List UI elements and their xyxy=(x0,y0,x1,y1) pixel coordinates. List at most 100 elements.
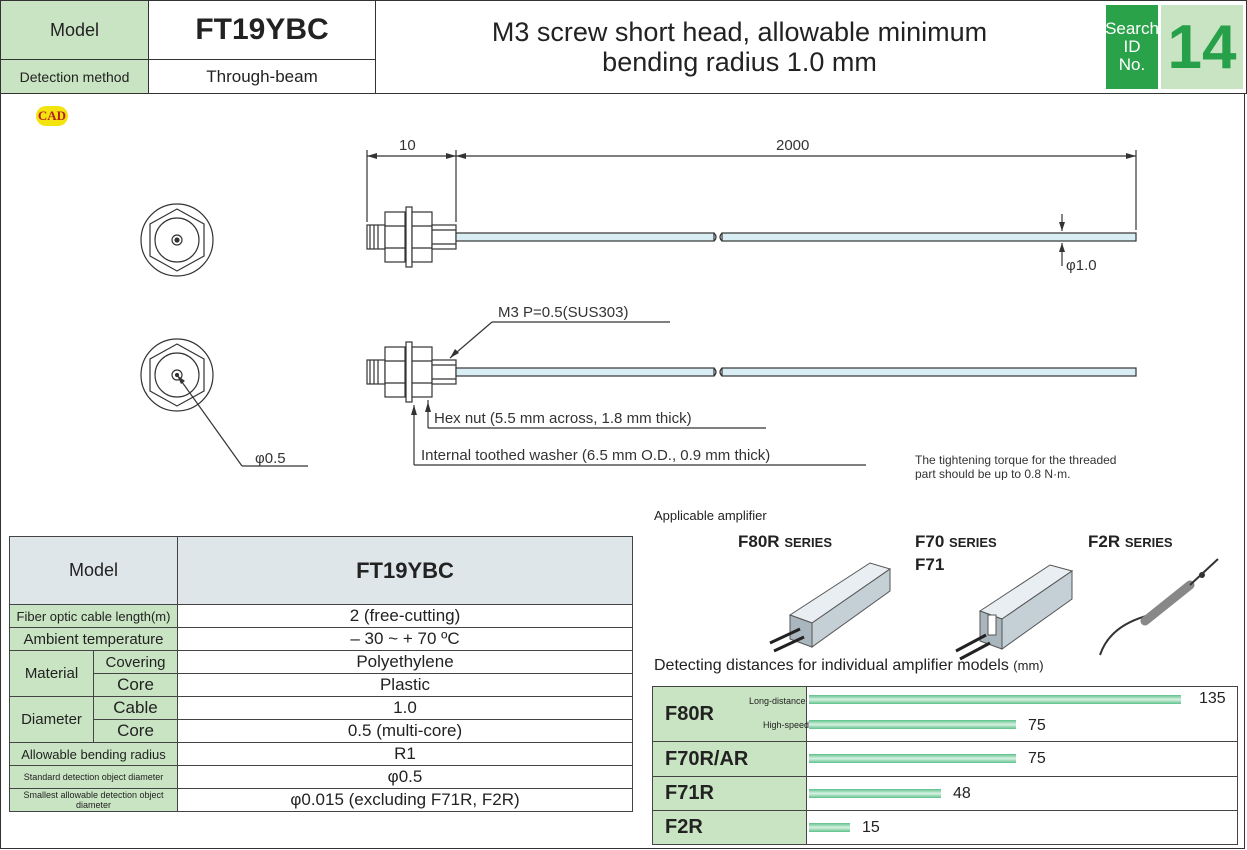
distance-value: 15 xyxy=(862,819,880,836)
row-value: φ0.015 (excluding F71R, F2R) xyxy=(177,788,633,812)
no-label: No. xyxy=(1118,55,1146,74)
torque-note-line-1: The tightening torque for the threaded xyxy=(915,453,1116,467)
amplifier-heading: Applicable amplifier xyxy=(654,508,767,523)
distance-bar xyxy=(809,754,1016,763)
distance-value: 48 xyxy=(953,785,971,802)
distance-model-label: F2R xyxy=(653,811,807,844)
row-value: Polyethylene xyxy=(177,650,633,674)
dimension-drawing: 10 2000 φ1.0 φ0.5 M3 P=0.5(SUS303) Hex n… xyxy=(140,137,1137,480)
row-label: Allowable bending radius xyxy=(9,742,178,766)
hex-nut-note: Hex nut (5.5 mm across, 1.8 mm thick) xyxy=(434,410,692,427)
f80r-amplifier-image xyxy=(769,562,892,653)
dim-10-label: 10 xyxy=(399,137,416,154)
distance-row-f80r: F80R Long-distance High-speed 135 75 xyxy=(653,687,1237,742)
row-value: – 30 ~ + 70 ºC xyxy=(177,627,633,651)
front-view-top xyxy=(140,203,214,277)
front-view-bottom xyxy=(140,338,214,412)
distance-row-f71r: F71R 48 xyxy=(653,777,1237,811)
title-line-2: bending radius 1.0 mm xyxy=(602,47,877,77)
distance-value: 75 xyxy=(1028,717,1046,734)
f70-name: F70 xyxy=(915,532,945,551)
row-label: Standard detection object diameter xyxy=(9,765,178,789)
model-value: FT19YBC xyxy=(149,1,376,59)
row-label: Covering xyxy=(93,650,178,674)
row-group-label: Material xyxy=(9,650,94,697)
amplifier-images xyxy=(769,558,1219,661)
distance-value: 135 xyxy=(1199,690,1226,707)
row-value: R1 xyxy=(177,742,633,766)
row-label: Core xyxy=(93,673,178,697)
spec-table: Model FT19YBC Fiber optic cable length(m… xyxy=(9,536,633,812)
f80r-suffix: SERIES xyxy=(784,535,832,550)
table-row: Model FT19YBC xyxy=(9,536,633,605)
row-value: Plastic xyxy=(177,673,633,697)
distance-bar xyxy=(809,823,850,832)
f2r-name: F2R xyxy=(1088,532,1121,551)
f70-series-label: F70 SERIES xyxy=(915,532,997,552)
f2r-suffix: SERIES xyxy=(1124,535,1173,550)
content-frame xyxy=(0,93,1245,849)
cad-badge[interactable]: CAD xyxy=(36,106,68,126)
id-label: ID xyxy=(1123,37,1141,56)
detection-label: Detection method xyxy=(1,59,149,93)
table-row: Smallest allowable detection object diam… xyxy=(9,788,633,812)
table-row: Allowable bending radius R1 xyxy=(9,742,633,766)
distance-bar xyxy=(809,789,941,798)
row-label: Ambient temperature xyxy=(9,627,178,651)
row-label: Core xyxy=(93,719,178,743)
table-header-label: Model xyxy=(9,536,178,605)
row-label: Cable xyxy=(93,696,178,720)
side-view-bottom xyxy=(366,341,1137,403)
row-value: φ0.5 xyxy=(177,765,633,789)
search-id-number: 14 xyxy=(1161,5,1243,89)
distance-value: 75 xyxy=(1028,750,1046,767)
row-label: Fiber optic cable length(m) xyxy=(9,604,178,628)
f71-label: F71 xyxy=(915,555,945,574)
table-row: Ambient temperature – 30 ~ + 70 ºC xyxy=(9,627,633,651)
distance-model-label: F80R xyxy=(653,687,807,741)
row-value: 2 (free-cutting) xyxy=(177,604,633,628)
f80r-series-label: F80R SERIES xyxy=(738,532,832,552)
distances-title: Detecting distances for individual ampli… xyxy=(654,657,1044,675)
side-view-top xyxy=(366,206,1137,268)
distance-bar xyxy=(809,695,1181,704)
table-row: Core 0.5 (multi-core) xyxy=(10,719,633,743)
f80r-name: F80R xyxy=(738,532,780,551)
header: Model FT19YBC Detection method Through-b… xyxy=(0,0,1247,94)
f70-amplifier-image xyxy=(955,564,1074,661)
distance-table: F80R Long-distance High-speed 135 75 F70… xyxy=(652,686,1238,845)
search-id-badge: Search ID No. xyxy=(1105,5,1159,89)
dim-2000-label: 2000 xyxy=(776,137,809,154)
table-row: Standard detection object diameter φ0.5 xyxy=(9,765,633,789)
distance-row-f70r: F70R/AR 75 xyxy=(653,742,1237,777)
table-header-value: FT19YBC xyxy=(177,536,633,605)
distance-model-label: F71R xyxy=(653,777,807,810)
table-row: Core Plastic xyxy=(10,673,633,697)
f70-suffix: SERIES xyxy=(949,535,997,550)
row-value: 0.5 (multi-core) xyxy=(177,719,633,743)
search-label: Search xyxy=(1105,19,1159,38)
table-row: Fiber optic cable length(m) 2 (free-cutt… xyxy=(9,604,633,628)
model-label: Model xyxy=(1,1,149,59)
dim-phi-cable-label: φ1.0 xyxy=(1066,257,1097,274)
thread-note: M3 P=0.5(SUS303) xyxy=(498,304,628,321)
f2r-series-label: F2R SERIES xyxy=(1088,532,1173,552)
table-row: Diameter Cable 1.0 xyxy=(9,696,633,743)
page-title: M3 screw short head, allowable minimum b… xyxy=(377,1,1102,93)
title-line-1: M3 screw short head, allowable minimum xyxy=(491,17,988,47)
distance-bar xyxy=(809,720,1016,729)
row-value: 1.0 xyxy=(177,696,633,720)
row-label: Smallest allowable detection object diam… xyxy=(9,788,178,812)
f2r-amplifier-image xyxy=(1099,558,1219,656)
detection-value: Through-beam xyxy=(149,59,376,93)
washer-note: Internal toothed washer (6.5 mm O.D., 0.… xyxy=(421,447,770,464)
distance-model-label: F70R/AR xyxy=(653,742,807,776)
distance-row-f2r: F2R 15 xyxy=(653,811,1237,844)
mode-label: High-speed xyxy=(763,720,810,730)
distances-unit: (mm) xyxy=(1013,658,1044,673)
row-group-label: Diameter xyxy=(9,696,94,743)
torque-note-line-2: part should be up to 0.8 N·m. xyxy=(915,467,1070,480)
dim-phi-core-label: φ0.5 xyxy=(255,450,286,467)
table-row: Material Covering Polyethylene xyxy=(9,650,633,697)
distances-title-text: Detecting distances for individual ampli… xyxy=(654,657,1009,674)
